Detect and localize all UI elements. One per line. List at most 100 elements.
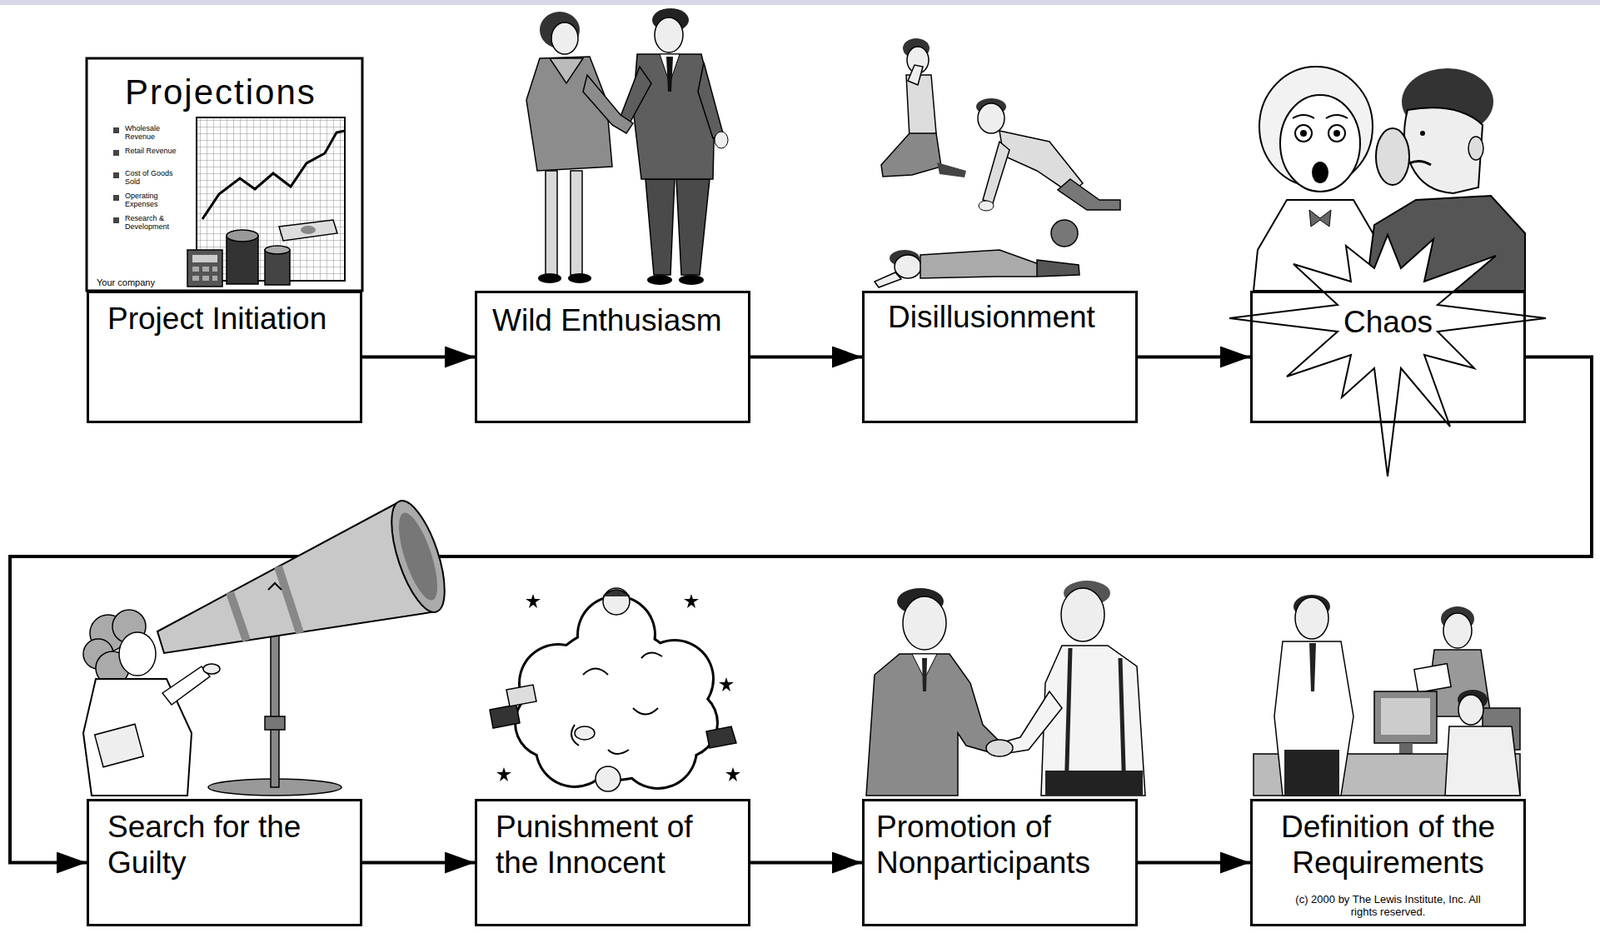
stage-box: Promotion of Nonparticipants xyxy=(862,798,1138,927)
walking-pair xyxy=(620,66,652,122)
fight-cloud xyxy=(506,684,537,707)
handshake-pair xyxy=(1061,588,1105,642)
despairing-figures xyxy=(874,38,1121,288)
megaphone-figure xyxy=(94,723,145,768)
flow-arrow xyxy=(750,861,863,865)
projections-chart xyxy=(202,130,345,220)
fight-cloud xyxy=(603,588,630,615)
chart-bullet: Wholesale Revenue xyxy=(124,124,189,142)
top-band xyxy=(0,0,1600,5)
projections-chart xyxy=(86,58,363,291)
walking-pair xyxy=(676,179,710,275)
projections-chart xyxy=(192,266,200,272)
projections-chart xyxy=(226,229,259,242)
despairing-figures xyxy=(894,254,922,279)
box-title: Project Initiation xyxy=(107,301,345,338)
flow-arrow xyxy=(9,357,1592,863)
walking-pair xyxy=(666,56,673,92)
whispering-pair xyxy=(1328,124,1346,142)
walking-pair xyxy=(526,8,728,285)
top-band xyxy=(0,0,1600,5)
fight-cloud xyxy=(496,767,512,782)
megaphone-figure xyxy=(380,494,456,619)
walking-pair xyxy=(697,62,723,139)
fight-cloud xyxy=(516,597,717,788)
box-title: Wild Enthusiasm xyxy=(492,303,733,339)
stage-box: Punishment of the Innocent xyxy=(474,798,751,927)
whispering-pair xyxy=(1300,129,1307,137)
whispering-pair xyxy=(1409,160,1431,165)
walking-pair xyxy=(545,170,558,275)
box-title: Promotion of Nonparticipants xyxy=(876,809,1121,881)
flow-arrow xyxy=(1137,355,1251,359)
office-team xyxy=(1458,694,1484,725)
office-team xyxy=(1380,697,1431,735)
handshake-pair xyxy=(986,739,1013,757)
chart-bullet: Operating Expenses xyxy=(124,192,189,210)
projections-chart xyxy=(264,245,290,255)
whispering-pair xyxy=(1292,114,1348,119)
office-team xyxy=(1253,594,1521,796)
office-team xyxy=(1309,642,1316,692)
fight-cloud xyxy=(718,677,734,692)
box-title: Punishment of the Innocent xyxy=(495,809,733,881)
projections-chart xyxy=(300,225,316,235)
walking-pair xyxy=(678,274,704,285)
handshake-pair xyxy=(902,596,947,650)
whispering-pair xyxy=(1333,129,1341,137)
despairing-figures xyxy=(1051,219,1078,247)
handshake-pair xyxy=(1041,645,1146,796)
walking-pair xyxy=(526,56,613,171)
projections-chart xyxy=(113,172,120,179)
projections-chart xyxy=(187,249,223,287)
handshake-pair xyxy=(922,657,928,692)
flow-arrow xyxy=(362,861,475,865)
stage-box: Definition of the Requirements (c) 2000 b… xyxy=(1250,798,1526,927)
fight-cloud xyxy=(489,704,520,728)
whispering-pair xyxy=(1375,128,1410,185)
fight-cloud xyxy=(603,589,630,597)
walking-pair xyxy=(538,273,562,284)
despairing-figures xyxy=(881,133,942,177)
projections-chart xyxy=(192,275,200,281)
whispering-pair xyxy=(1309,209,1331,227)
megaphone-figure xyxy=(83,494,456,796)
stage-box: Search for the Guilty xyxy=(86,798,363,927)
stage-box: Disillusionment xyxy=(862,290,1138,424)
despairing-figures xyxy=(907,64,923,85)
handshake-pair xyxy=(1045,770,1143,796)
office-team xyxy=(1414,663,1451,693)
box-title: Definition of the Requirements xyxy=(1264,809,1512,881)
whispering-pair xyxy=(1229,234,1546,477)
fight-cloud xyxy=(683,593,699,609)
stage-box: Project Initiation xyxy=(86,290,363,424)
walking-pair xyxy=(647,274,673,285)
chart-bullet: Retail Revenue xyxy=(124,147,189,156)
flow-arrow xyxy=(750,355,863,359)
whispering-pair xyxy=(1229,66,1546,477)
flow-arrow xyxy=(1137,861,1251,865)
copyright-note: (c) 2000 by The Lewis Institute, Inc. Al… xyxy=(1288,893,1489,919)
box-title: Chaos xyxy=(1267,304,1509,341)
megaphone-figure xyxy=(268,583,282,590)
whispering-pair xyxy=(1280,94,1361,192)
office-team xyxy=(1274,641,1354,796)
walking-pair xyxy=(570,170,583,275)
walking-pair xyxy=(551,22,579,55)
walking-pair xyxy=(568,273,592,284)
office-team xyxy=(1295,597,1329,639)
box-title: Search for the Guilty xyxy=(107,809,345,881)
fight-cloud xyxy=(706,726,737,748)
fight-cloud xyxy=(525,593,541,609)
megaphone-figure xyxy=(264,716,285,730)
megaphone-figure xyxy=(119,632,156,676)
walking-pair xyxy=(654,17,683,53)
handshake-pair xyxy=(866,653,1000,796)
office-team xyxy=(1445,726,1521,796)
despairing-figures xyxy=(920,249,1042,279)
walking-pair xyxy=(714,131,728,149)
chart-footer: Your company xyxy=(96,277,155,288)
chart-bullet: Cost of Goods Sold xyxy=(124,169,189,187)
